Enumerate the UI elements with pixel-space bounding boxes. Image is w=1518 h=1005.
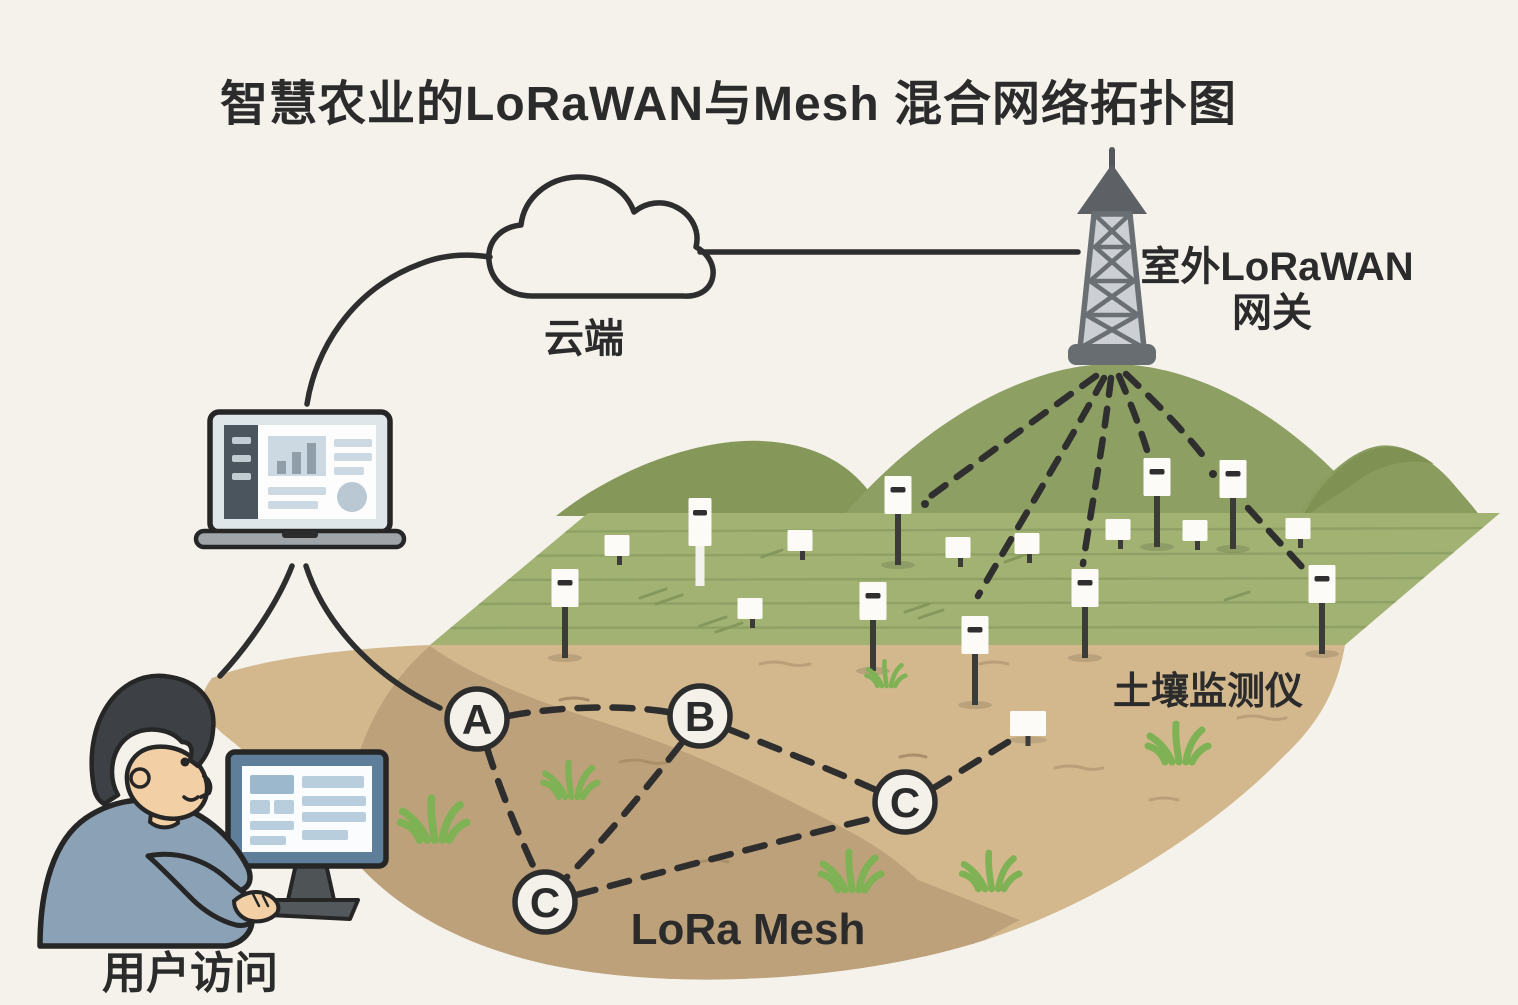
cloud-laptop-link	[304, 252, 493, 407]
person-icon	[37, 673, 281, 949]
soil-sensor-label: 土壤监测仪	[1113, 670, 1303, 713]
lorawan-ray	[1122, 370, 1212, 466]
laptop-mesh-link	[303, 563, 443, 711]
mesh-node-label: A	[462, 696, 492, 743]
lorawan-ray	[1115, 372, 1155, 468]
page-title: 智慧农业的LoRaWAN与Mesh 混合网络拓扑图	[220, 77, 1237, 131]
gateway-label-line2: 网关	[1232, 291, 1312, 335]
person-hand	[231, 890, 281, 924]
tower-cone	[1077, 164, 1147, 214]
gateway-label-line1: 室外LoRaWAN	[1140, 245, 1413, 289]
mesh-node-label: B	[685, 693, 715, 740]
person-ear	[129, 767, 151, 789]
mesh-node-label: C	[890, 779, 920, 826]
lorawan-ray	[924, 372, 1100, 502]
person-hair	[89, 673, 216, 807]
lorawan-ray	[1244, 504, 1307, 572]
laptop-user-link	[217, 563, 295, 679]
mesh-node-a: A	[444, 686, 510, 752]
gateway-tower-icon	[1068, 147, 1156, 365]
mesh-node-b: B	[667, 683, 733, 749]
person-smile	[182, 795, 200, 802]
mesh-link-a-b	[504, 704, 672, 720]
cloud-label: 云端	[544, 317, 624, 361]
mesh-link-b-c2	[560, 740, 685, 884]
tower-braces	[1077, 211, 1147, 351]
lorawan-rays	[921, 370, 1307, 600]
mesh-node-c-bottom: C	[512, 869, 578, 935]
mesh-label: LoRa Mesh	[631, 905, 866, 954]
bar-chart-icon	[277, 443, 316, 474]
user-label: 用户访问	[102, 949, 278, 998]
mesh-link-a-c2	[483, 744, 540, 876]
mesh-node-c-right: C	[872, 769, 938, 835]
laptop-icon	[193, 409, 407, 550]
lorawan-ray	[1079, 374, 1115, 568]
hill-left	[556, 440, 884, 516]
mesh-link-c1-sensor	[928, 738, 1012, 793]
cloud-icon	[486, 174, 716, 299]
mesh-links	[483, 704, 1012, 899]
hill-right-shade	[1304, 446, 1434, 514]
hill-right	[1298, 445, 1480, 516]
person-eye	[180, 757, 190, 767]
avatar	[337, 482, 367, 512]
mesh-nodes: A B C C	[444, 683, 938, 935]
lorawan-ray	[974, 374, 1108, 600]
mesh-node-label: C	[530, 879, 560, 926]
mesh-link-c2-c1	[572, 814, 878, 899]
mesh-link-b-c1	[724, 725, 880, 794]
monitor-icon	[225, 749, 389, 921]
person-nose	[199, 774, 213, 799]
tower-base	[1068, 344, 1156, 365]
